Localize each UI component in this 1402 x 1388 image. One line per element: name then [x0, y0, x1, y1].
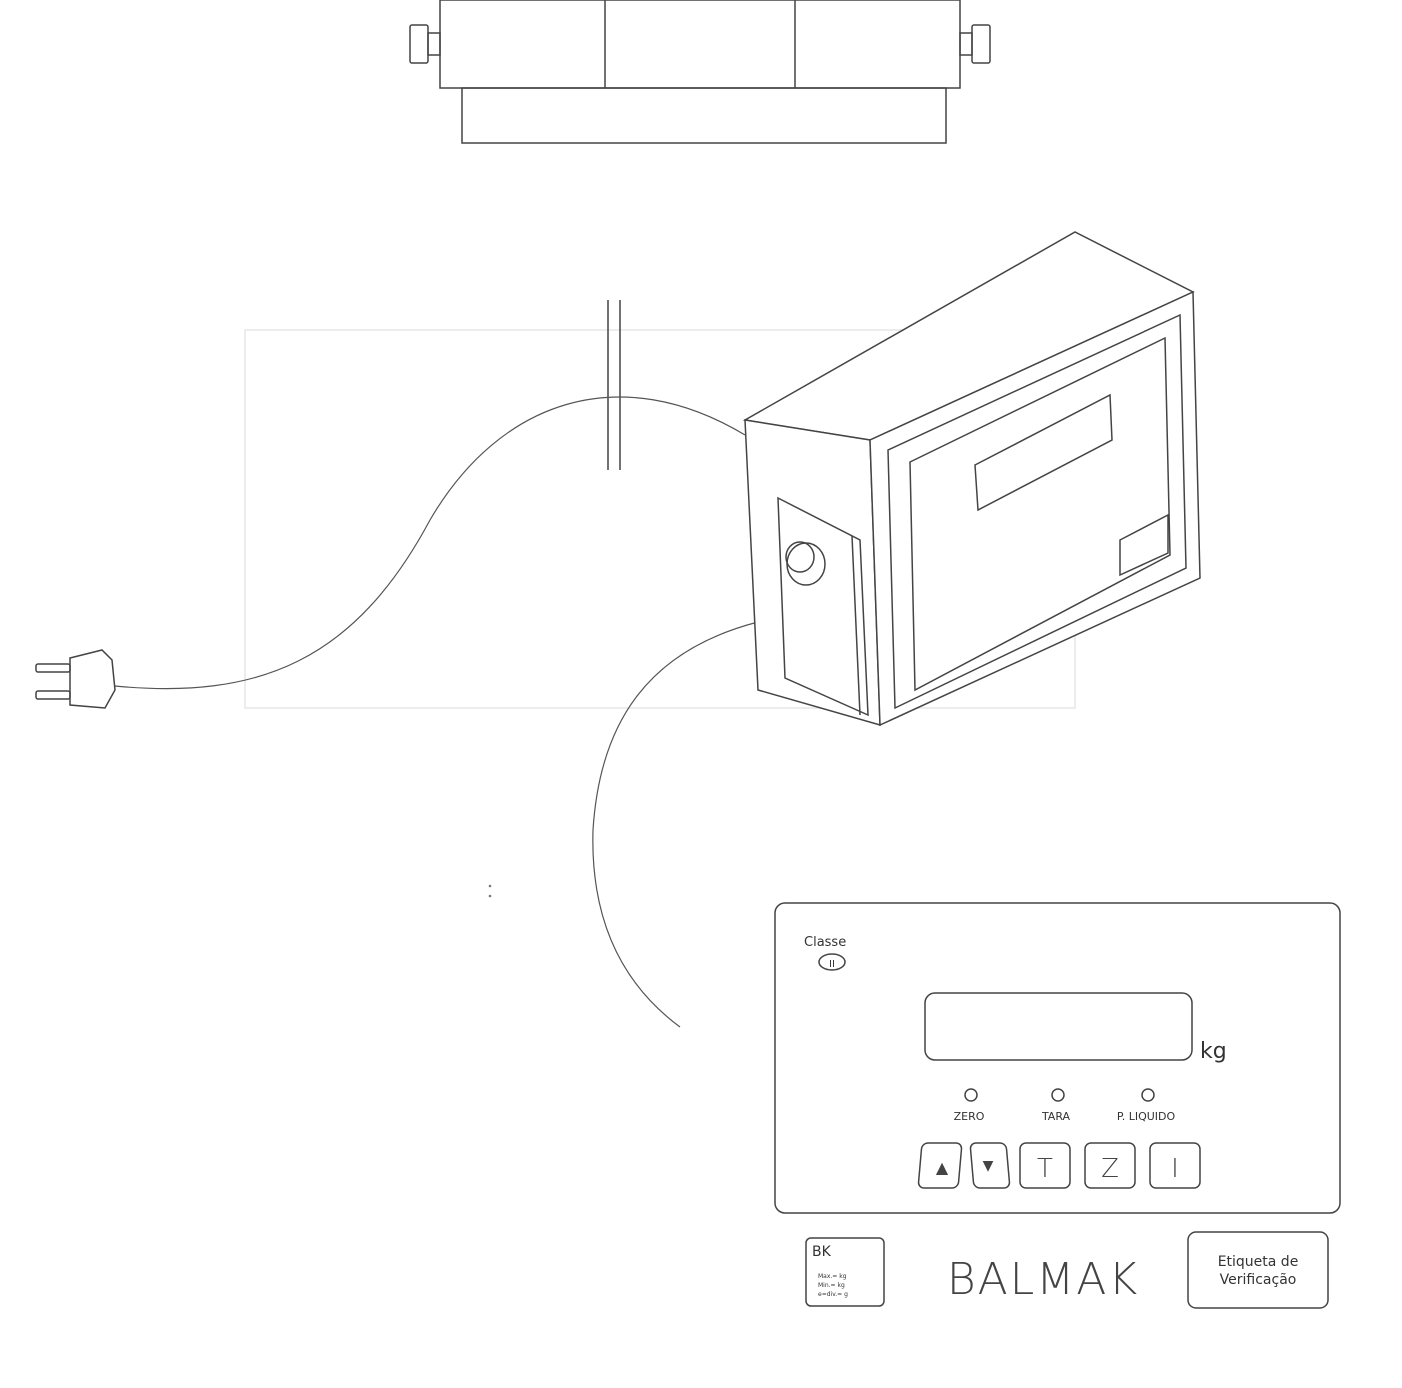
load-cell-cable	[607, 300, 621, 470]
front-panel: Classe II kg ZERO TARA P. LIQUIDO ▲ ▼	[774, 902, 1341, 1309]
housing-display-window	[974, 393, 1113, 512]
verification-label: Etiqueta de Verificação	[1187, 1231, 1329, 1309]
brand-name: BALMAK	[947, 1254, 1139, 1305]
up-key[interactable]: ▲	[917, 1142, 963, 1189]
weight-display	[924, 992, 1193, 1061]
indicator-liquido: P. LIQUIDO	[1117, 1088, 1176, 1123]
zero-label: ZERO	[954, 1110, 985, 1123]
right-foot-knob	[959, 24, 991, 64]
plate-code: BK	[812, 1244, 832, 1260]
side-knob-icon	[785, 541, 826, 586]
zero-lamp-icon	[964, 1088, 978, 1102]
plate-line-min: Min.= kg	[818, 1282, 845, 1289]
unit-label: kg	[1200, 1039, 1227, 1064]
platform-body	[439, 0, 961, 89]
verification-line-2: Verificação	[1220, 1272, 1297, 1288]
class-symbol-icon: II	[818, 953, 846, 971]
up-arrow-icon: ▲	[936, 1158, 949, 1177]
left-foot-knob	[409, 24, 441, 64]
tara-label: TARA	[1041, 1110, 1071, 1123]
liquido-label: P. LIQUIDO	[1117, 1110, 1176, 1123]
indicator-housing	[742, 231, 1201, 727]
panel-outline	[774, 902, 1341, 1214]
scale-platform	[409, 0, 991, 144]
down-key[interactable]: ▼	[969, 1142, 1011, 1189]
power-plug-icon	[35, 649, 116, 709]
zero-key-label: Z	[1101, 1154, 1119, 1184]
power-cable	[114, 396, 746, 690]
tara-key-label: T	[1037, 1154, 1053, 1184]
plate-line-max: Max.= kg	[818, 1273, 847, 1280]
spec-plate: BK Max.= kg Min.= kg e=div.= g	[805, 1237, 885, 1307]
verification-line-1: Etiqueta de	[1218, 1254, 1299, 1270]
tara-key[interactable]: T	[1019, 1142, 1071, 1189]
zero-key[interactable]: Z	[1084, 1142, 1136, 1189]
liquido-lamp-icon	[1141, 1088, 1155, 1102]
platform-base	[461, 87, 947, 144]
down-arrow-icon: ▼	[983, 1158, 994, 1174]
indicator-tara: TARA	[1041, 1088, 1071, 1123]
signal-cable	[592, 621, 759, 1028]
tara-lamp-icon	[1051, 1088, 1065, 1102]
info-key-label: I	[1171, 1154, 1179, 1184]
plate-line-div: e=div.= g	[818, 1291, 848, 1298]
info-key[interactable]: I	[1149, 1142, 1201, 1189]
indicator-zero: ZERO	[954, 1088, 985, 1123]
housing-label-plate	[1119, 513, 1169, 577]
svg-text:II: II	[829, 959, 835, 970]
class-label: Classe	[804, 935, 846, 950]
